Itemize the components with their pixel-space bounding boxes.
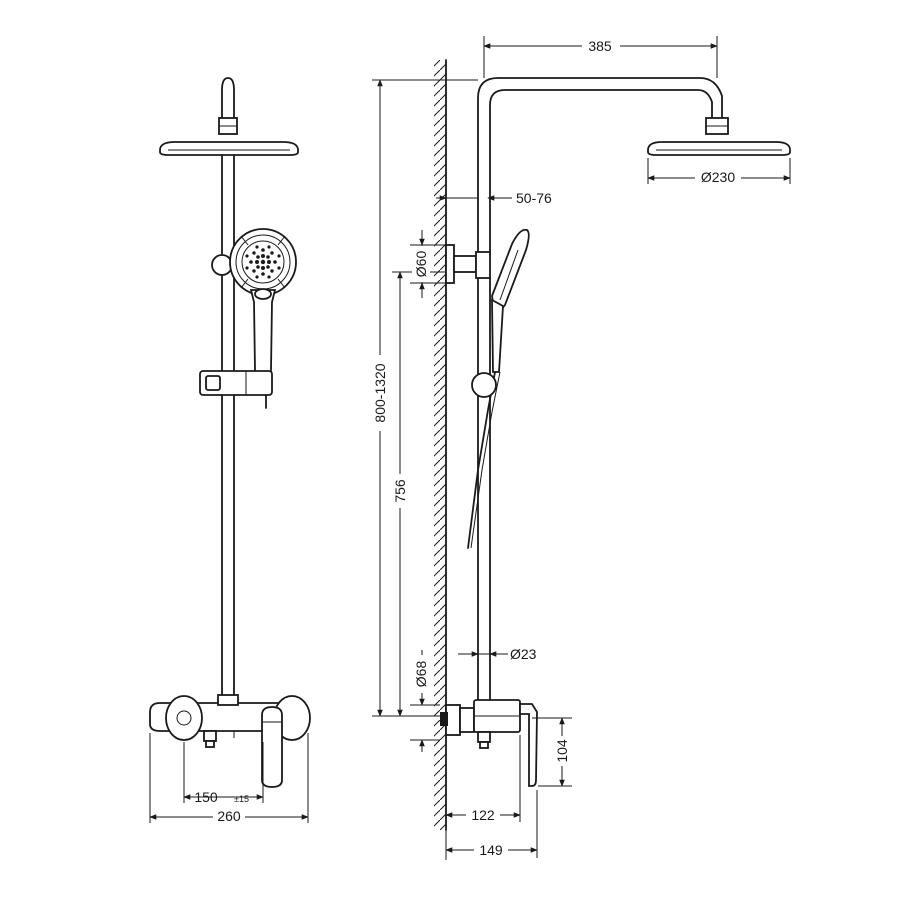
dimension-height-range: 800-1320: [372, 363, 388, 422]
front-holder-bracket: [211, 254, 233, 276]
side-dimensions: 385 Ø230 50-76 800-1320 756 Ø60: [370, 36, 791, 860]
side-rain-head: [647, 141, 791, 156]
dimension-center-tolerance: ±15: [234, 794, 249, 804]
side-arm-outer: [477, 77, 723, 256]
side-hose: [467, 371, 496, 549]
dimension-mixer-depth: 122: [471, 807, 495, 823]
front-lever-handle: [261, 706, 283, 788]
front-arm: [221, 77, 235, 129]
dimension-wall-gap: 50-76: [516, 190, 552, 206]
dimension-escutcheon-diameter: Ø68: [413, 661, 429, 688]
front-riser-connector: [217, 694, 239, 706]
dimension-center-distance: 150: [194, 789, 218, 805]
front-handshower-handle: [249, 289, 277, 377]
front-dimensions: 150 ±15 260: [149, 733, 309, 824]
dimension-pipe-diameter: Ø23: [510, 646, 537, 662]
side-wall-escutcheon: [445, 704, 461, 736]
front-rain-head: [159, 141, 299, 156]
handshower-nozzles: [245, 245, 281, 279]
side-handshower-head: [491, 228, 530, 311]
side-slider-knob: [471, 372, 497, 398]
front-escutcheon-left: [165, 695, 203, 741]
dimension-total-width: 260: [217, 808, 241, 824]
dimension-bracket-diameter: Ø60: [413, 251, 429, 278]
dimension-bar-length: 756: [392, 479, 408, 503]
side-handshower-handle: [491, 298, 504, 373]
side-upper-escutcheon: [445, 244, 455, 284]
dimension-mixer-height: 104: [554, 739, 570, 763]
dimension-arm-length: 385: [588, 38, 612, 54]
side-arm-inner: [489, 89, 713, 256]
wall-hatch: [434, 60, 446, 830]
side-view: [434, 59, 791, 831]
front-view: [149, 77, 311, 788]
dimension-head-diameter: Ø230: [701, 169, 735, 185]
side-lever-handle: [519, 703, 538, 787]
dimension-total-depth: 149: [479, 842, 503, 858]
side-upper-bracket: [453, 255, 477, 273]
